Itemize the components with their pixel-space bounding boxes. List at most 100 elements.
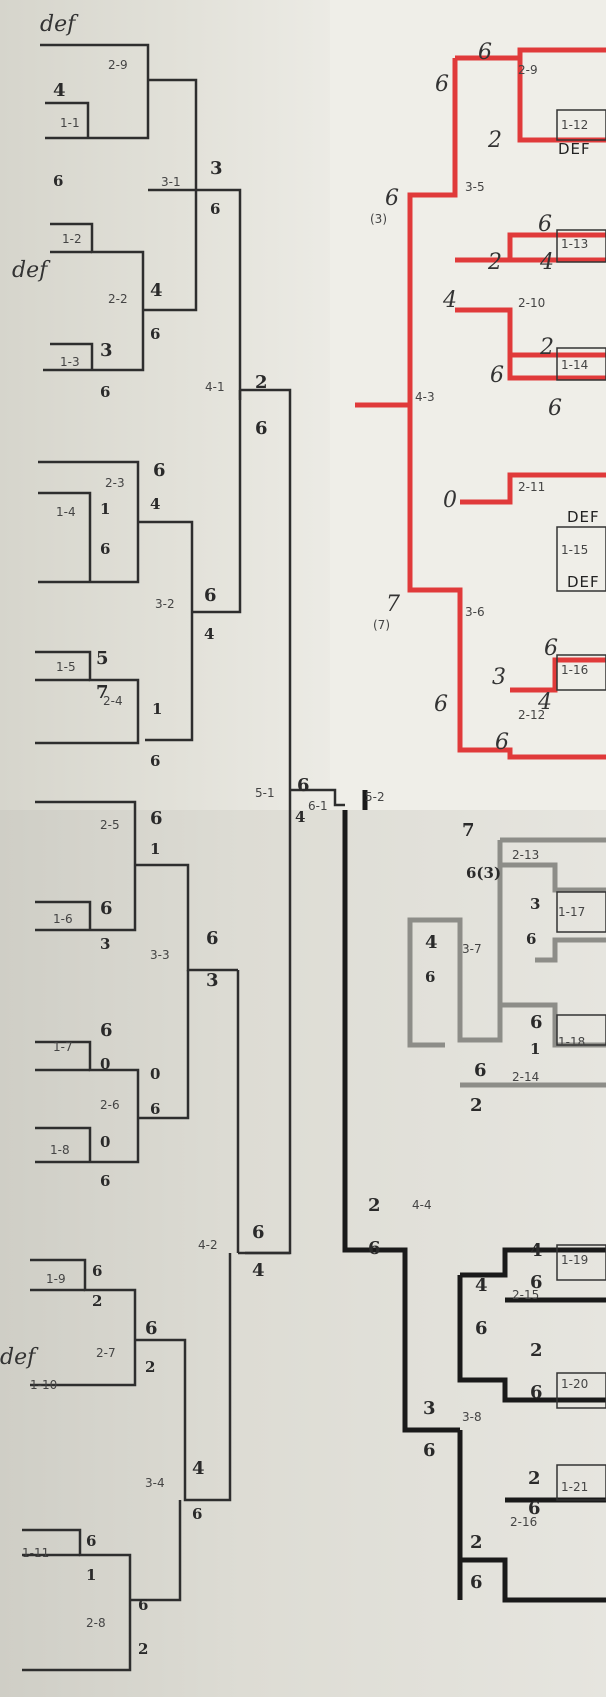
match-label-2-15: 2-15 bbox=[512, 1288, 540, 1302]
score: 2 bbox=[488, 128, 502, 153]
match-label-1-5: 1-5 bbox=[56, 660, 76, 674]
score: 0 bbox=[100, 1055, 111, 1073]
match-label-2-8: 2-8 bbox=[86, 1616, 106, 1630]
score: 6 bbox=[530, 1382, 543, 1403]
score: 0 bbox=[443, 488, 457, 513]
match-label-1-2: 1-2 bbox=[62, 232, 82, 246]
def-label-lower-left: def bbox=[0, 1345, 36, 1370]
score: 6 bbox=[385, 186, 399, 211]
match-label-2-13: 2-13 bbox=[512, 848, 540, 862]
score: 6 bbox=[526, 930, 537, 948]
def-label-top-left: def bbox=[40, 12, 76, 37]
score: 6 bbox=[528, 1498, 541, 1519]
score: 6 bbox=[478, 40, 492, 65]
match-label-1-1: 1-1 bbox=[60, 116, 80, 130]
def-label-mid-left: def bbox=[12, 258, 48, 283]
score: 6 bbox=[206, 928, 219, 949]
score: 6 bbox=[145, 1318, 158, 1339]
match-label-2-4: 2-4 bbox=[103, 694, 123, 708]
score: 6 bbox=[544, 636, 558, 661]
match-label-3-1: 3-1 bbox=[161, 175, 181, 189]
match-label-2-2: 2-2 bbox=[108, 292, 128, 306]
score: 3 bbox=[210, 158, 223, 179]
score: 1 bbox=[150, 840, 161, 858]
score: 1 bbox=[86, 1566, 97, 1584]
score: 6 bbox=[150, 808, 163, 829]
score: 1 bbox=[100, 500, 111, 518]
match-label-3-5: 3-5 bbox=[465, 180, 485, 194]
score: 4 bbox=[192, 1458, 205, 1479]
score: 6 bbox=[530, 1272, 543, 1293]
match-label-1-4: 1-4 bbox=[56, 505, 76, 519]
match-label-1-8: 1-8 bbox=[50, 1143, 70, 1157]
score: 6 bbox=[474, 1060, 487, 1081]
score: 6 bbox=[495, 730, 509, 755]
match-label-2-7: 2-7 bbox=[96, 1346, 116, 1360]
match-label-3-6: 3-6 bbox=[465, 605, 485, 619]
score: (7) bbox=[373, 618, 390, 632]
score: 6 bbox=[425, 968, 436, 986]
score: 6 bbox=[100, 898, 113, 919]
score: 4 bbox=[150, 495, 161, 513]
score: 0 bbox=[150, 1065, 161, 1083]
match-label-1-7: 1-7 bbox=[53, 1040, 73, 1054]
def-label-1-12: DEF bbox=[558, 140, 591, 158]
score: 5 bbox=[96, 648, 109, 669]
score: 7 bbox=[462, 820, 475, 841]
score: 4 bbox=[540, 250, 554, 275]
score: 6 bbox=[204, 585, 217, 606]
score: 1 bbox=[152, 700, 163, 718]
match-label-1-14: 1-14 bbox=[561, 358, 589, 372]
score: 6 bbox=[210, 200, 221, 218]
match-label-2-10: 2-10 bbox=[518, 296, 546, 310]
first-round-boxes bbox=[556, 109, 606, 1501]
score: 6 bbox=[192, 1505, 203, 1523]
score: 4 bbox=[425, 932, 438, 953]
score: 2 bbox=[540, 335, 554, 360]
score: 2 bbox=[470, 1095, 483, 1116]
match-label-1-19: 1-19 bbox=[561, 1253, 589, 1267]
score: 6 bbox=[434, 692, 448, 717]
score: 6 bbox=[435, 72, 449, 97]
score: 6 bbox=[423, 1440, 436, 1461]
score: 6 bbox=[153, 460, 166, 481]
score: 6(3) bbox=[466, 864, 502, 882]
match-label-1-18: 1-18 bbox=[558, 1035, 586, 1049]
score: 2 bbox=[92, 1292, 103, 1310]
score: 6 bbox=[530, 1012, 543, 1033]
match-label-1-3: 1-3 bbox=[60, 355, 80, 369]
score: 4 bbox=[53, 80, 66, 101]
match-label-3-2: 3-2 bbox=[155, 597, 175, 611]
score: 2 bbox=[255, 372, 268, 393]
match-label-5-1: 5-1 bbox=[255, 786, 275, 800]
score: 6 bbox=[255, 418, 268, 439]
score: 6 bbox=[100, 1172, 111, 1190]
score: 6 bbox=[368, 1238, 381, 1259]
score: 6 bbox=[138, 1596, 149, 1614]
def-label-1-15a: DEF bbox=[567, 508, 600, 526]
match-label-2-5: 2-5 bbox=[100, 818, 120, 832]
score: 6 bbox=[100, 540, 111, 558]
match-label-2-6: 2-6 bbox=[100, 1098, 120, 1112]
match-label-4-1: 4-1 bbox=[205, 380, 225, 394]
score: 6 bbox=[150, 325, 161, 343]
match-label-1-10: 1-10 bbox=[30, 1378, 58, 1392]
score: 1 bbox=[530, 1040, 541, 1058]
score: 6 bbox=[53, 172, 64, 190]
match-label-3-7: 3-7 bbox=[462, 942, 482, 956]
match-label-3-4: 3-4 bbox=[145, 1476, 165, 1490]
match-label-4-4: 4-4 bbox=[412, 1198, 432, 1212]
match-label-1-6: 1-6 bbox=[53, 912, 73, 926]
score: 6 bbox=[100, 383, 111, 401]
score: 4 bbox=[295, 808, 306, 826]
match-label-3-8: 3-8 bbox=[462, 1410, 482, 1424]
score: 3 bbox=[100, 935, 111, 953]
score: 6 bbox=[538, 212, 552, 237]
score: 6 bbox=[490, 363, 504, 388]
score: 6 bbox=[470, 1572, 483, 1593]
left-bracket-lines bbox=[22, 43, 345, 1672]
match-label-4-3: 4-3 bbox=[415, 390, 435, 404]
match-label-1-20: 1-20 bbox=[561, 1377, 589, 1391]
match-label-1-15: 1-15 bbox=[561, 543, 589, 557]
score: 7 bbox=[96, 682, 109, 703]
